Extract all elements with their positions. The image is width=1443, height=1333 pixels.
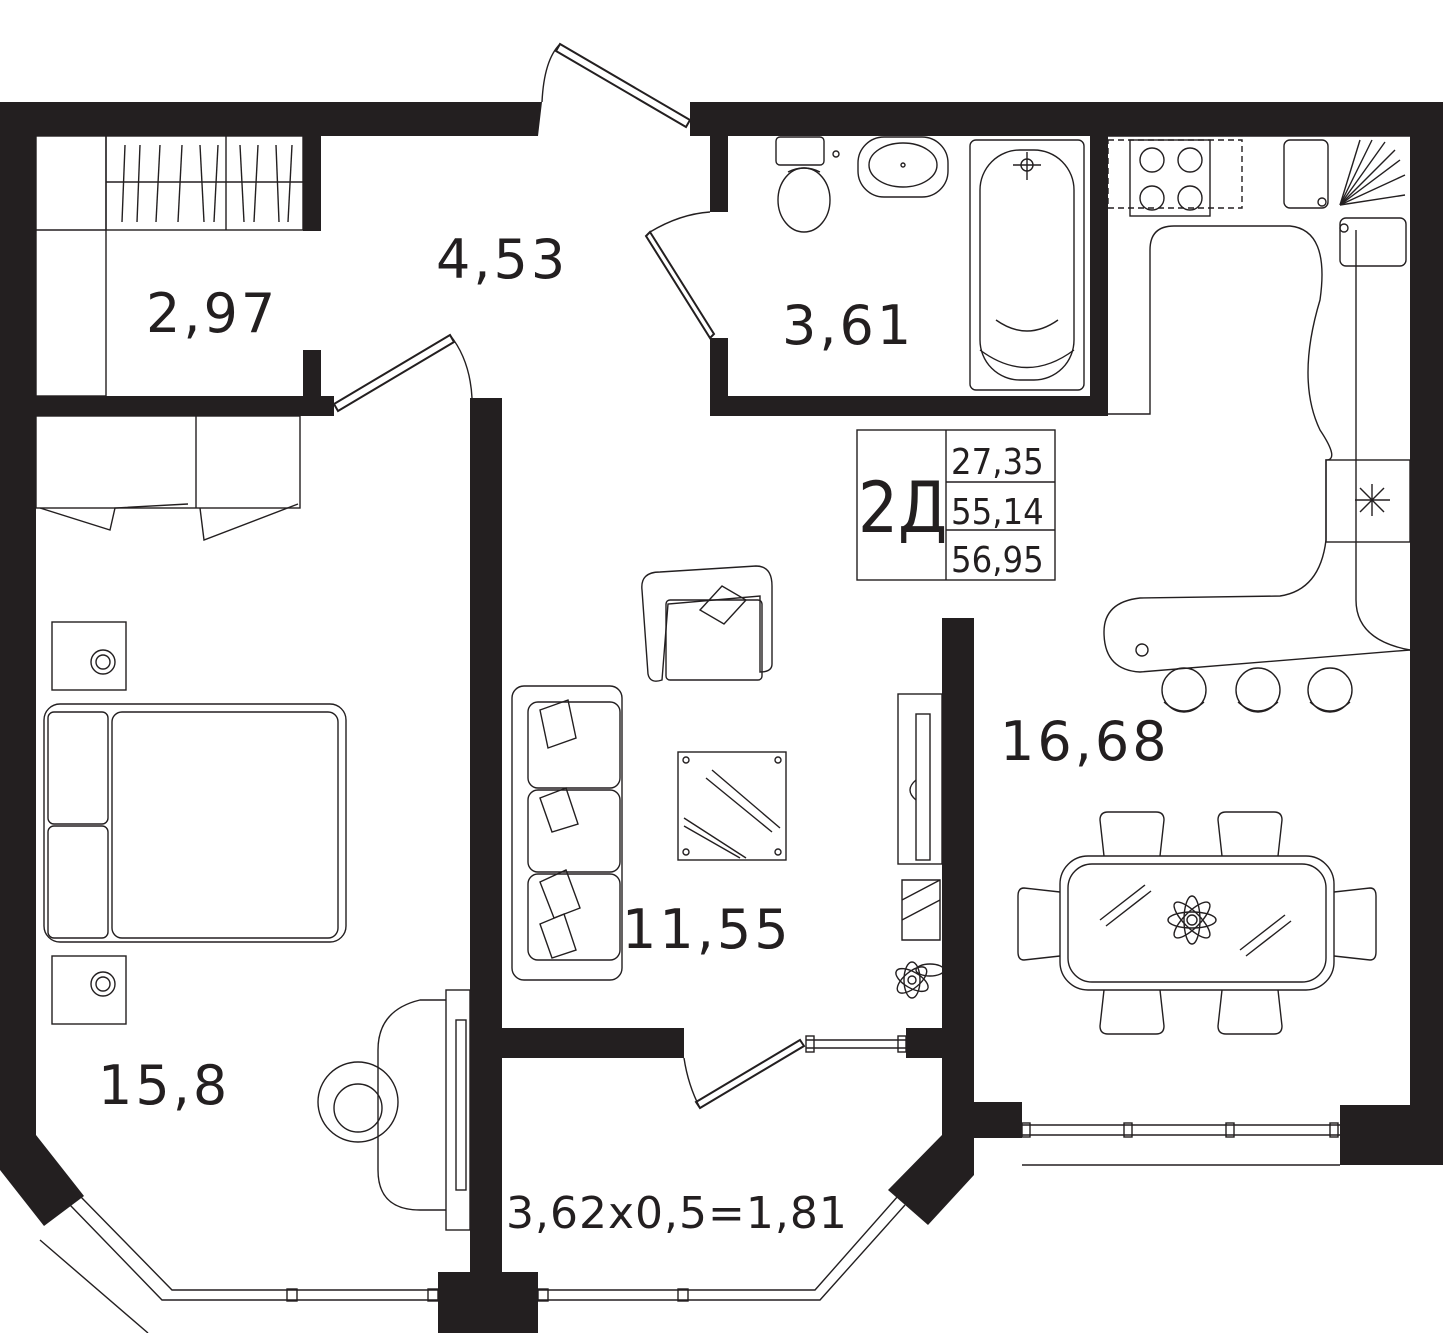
kitchen-area-label: 16,68 — [1000, 710, 1170, 773]
bathroom-area-label: 3,61 — [782, 294, 914, 357]
tv-stand-icon — [897, 693, 943, 941]
sofa-icon — [511, 685, 623, 981]
wardrobe-icon — [35, 415, 301, 541]
kitchen-counter — [1103, 135, 1411, 673]
toilet-icon — [775, 136, 840, 233]
balcony-area-label: 3,62x0,5=1,81 — [506, 1188, 848, 1239]
unit-type: 2Д — [858, 467, 947, 549]
hall-area-label: 4,53 — [436, 228, 568, 291]
unit-total-area-with-balcony: 56,95 — [951, 540, 1044, 581]
unit-living-area: 27,35 — [951, 442, 1044, 483]
desk-icon — [317, 989, 471, 1231]
nightstand-icon — [51, 621, 127, 1025]
unit-total-area: 55,14 — [951, 492, 1044, 533]
doors — [332, 42, 806, 1110]
bed-icon — [43, 703, 347, 943]
coffee-table-icon — [677, 751, 787, 861]
dining-table-icon — [1059, 855, 1335, 991]
bar-stools — [1161, 667, 1353, 713]
bedroom-area-label: 15,8 — [98, 1054, 230, 1117]
bathtub-icon — [969, 139, 1085, 391]
walls — [0, 102, 1443, 1333]
storage-area-label: 2,97 — [146, 282, 278, 345]
armchair-icon — [641, 565, 773, 682]
storage-shelves — [35, 135, 304, 397]
unit-badge: 2Д 27,35 55,14 56,95 — [856, 429, 1056, 581]
flower-icon — [1167, 895, 1217, 945]
stove-icon — [1107, 139, 1243, 217]
plant-icon — [895, 961, 945, 999]
sink-icon — [857, 136, 949, 198]
dining-chairs — [1017, 811, 1377, 1035]
windows — [39, 1035, 1340, 1333]
living-room-area-label: 11,55 — [622, 898, 792, 961]
kitchen-sink-icon — [1283, 139, 1407, 267]
